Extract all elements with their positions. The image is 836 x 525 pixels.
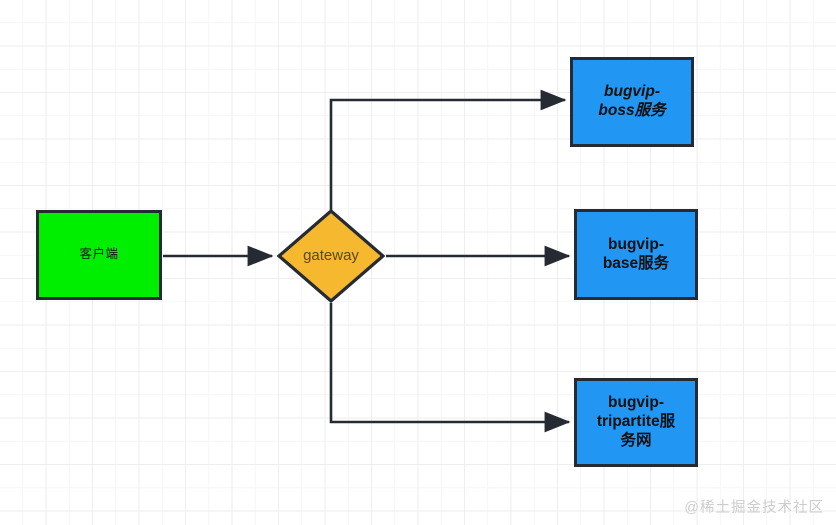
node-service-bugvip-boss-label: bugvip- boss服务: [592, 83, 671, 121]
edge-gateway-to-service-tripartite: [329, 303, 571, 433]
node-service-bugvip-boss-line1: bugvip-: [604, 83, 660, 101]
node-service-bugvip-base[interactable]: bugvip- base服务: [574, 209, 698, 300]
diamond-shape: [277, 209, 385, 303]
node-service-bugvip-tripartite-label: bugvip- tripartite服 务网: [591, 394, 681, 451]
node-service-bugvip-boss[interactable]: bugvip- boss服务: [570, 57, 694, 147]
edge-gateway-to-service-boss: [329, 89, 567, 210]
node-service-bugvip-tripartite-line2: tripartite服: [596, 413, 676, 431]
node-gateway[interactable]: gateway: [277, 209, 385, 303]
node-service-bugvip-base-label: bugvip- base服务: [597, 236, 675, 274]
node-client[interactable]: 客户端: [36, 210, 162, 300]
node-service-bugvip-tripartite-line1: bugvip-: [608, 394, 664, 412]
node-service-bugvip-tripartite-line3: 务网: [620, 431, 652, 449]
node-client-label: 客户端: [79, 247, 119, 262]
watermark: @稀土掘金技术社区: [684, 500, 824, 516]
node-service-bugvip-base-line1: bugvip-: [608, 235, 664, 253]
node-gateway-label: gateway: [303, 246, 359, 264]
node-service-bugvip-base-line2: base服务: [602, 254, 670, 272]
node-service-bugvip-boss-line2: boss服务: [598, 102, 666, 119]
node-service-bugvip-tripartite[interactable]: bugvip- tripartite服 务网: [574, 378, 698, 467]
